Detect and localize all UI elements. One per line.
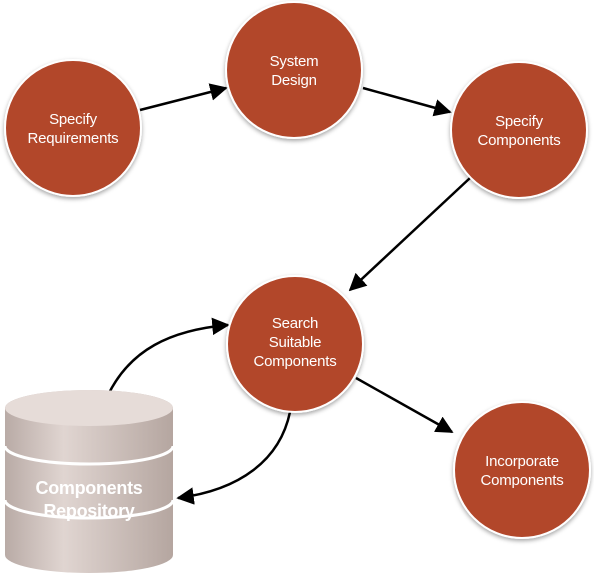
repository-top: [5, 390, 173, 426]
repository-band-2: [3, 499, 175, 520]
edge-specify-components-to-search: [348, 177, 471, 292]
repository-band-1: [3, 445, 175, 466]
node-system-design: System Design: [225, 1, 363, 139]
edge-search-to-incorporate: [355, 376, 454, 434]
node-specify-components-line2: Components: [477, 132, 560, 149]
node-specify-components-line1: Specify: [495, 113, 543, 130]
edge-requirements-to-design: [139, 83, 228, 112]
node-system-design-line2: Design: [271, 72, 317, 89]
edge-search-to-repository: [176, 411, 292, 505]
node-search-suitable-components: Search Suitable Components: [226, 275, 364, 413]
edge-design-to-specify-components: [362, 86, 452, 117]
node-specify-requirements: Specify Requirements: [4, 59, 142, 197]
node-search-line2: Suitable: [269, 334, 322, 351]
node-specify-requirements-line1: Specify: [49, 111, 97, 128]
node-incorporate-line2: Components: [480, 472, 563, 489]
node-system-design-line1: System: [270, 53, 319, 70]
node-incorporate-line1: Incorporate: [485, 453, 559, 470]
node-specify-components: Specify Components: [450, 61, 588, 199]
node-specify-requirements-line2: Requirements: [28, 130, 119, 147]
node-search-line1: Search: [272, 315, 318, 332]
repository-body: [5, 390, 173, 573]
edge-repository-to-search: [106, 317, 230, 396]
components-repository: Components Repository: [3, 390, 175, 573]
node-search-line3: Components: [253, 353, 336, 370]
repository-label-line1: Components: [36, 478, 143, 498]
edges: [106, 83, 471, 505]
repository-label-line2: Repository: [43, 501, 134, 521]
node-incorporate-components: Incorporate Components: [453, 401, 591, 539]
